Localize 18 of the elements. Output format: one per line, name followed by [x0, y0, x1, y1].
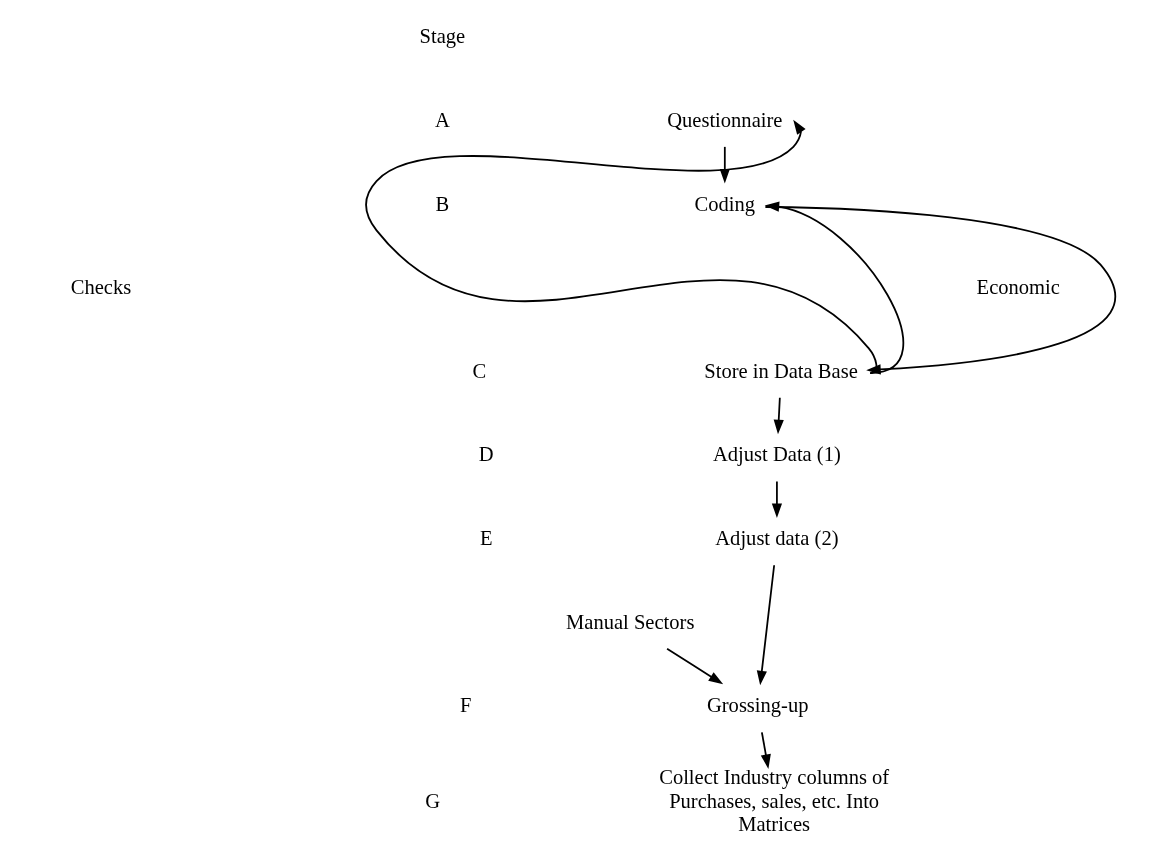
node-text: Coding — [694, 192, 755, 215]
node-text: Store in Data Base — [703, 359, 858, 382]
node-text: Questionnaire — [666, 108, 782, 131]
label: E — [479, 527, 493, 550]
label: Stage — [419, 25, 465, 48]
label: A — [434, 108, 450, 131]
node-text: Adjust Data (1) — [712, 443, 841, 466]
label: Economic — [976, 276, 1060, 299]
node-text: Manual Sectors — [565, 610, 694, 633]
label: B — [435, 192, 449, 215]
node-text: Adjust data (2) — [714, 527, 839, 550]
label: F — [459, 694, 471, 717]
label: C — [472, 359, 486, 382]
label: G — [424, 789, 440, 812]
label: D — [478, 443, 494, 466]
node-text: Grossing-up — [706, 694, 809, 717]
label: Checks — [70, 276, 131, 299]
node-text: Collect Industry columns of Purchases, sales, etc. Into Matrices — [658, 766, 889, 835]
